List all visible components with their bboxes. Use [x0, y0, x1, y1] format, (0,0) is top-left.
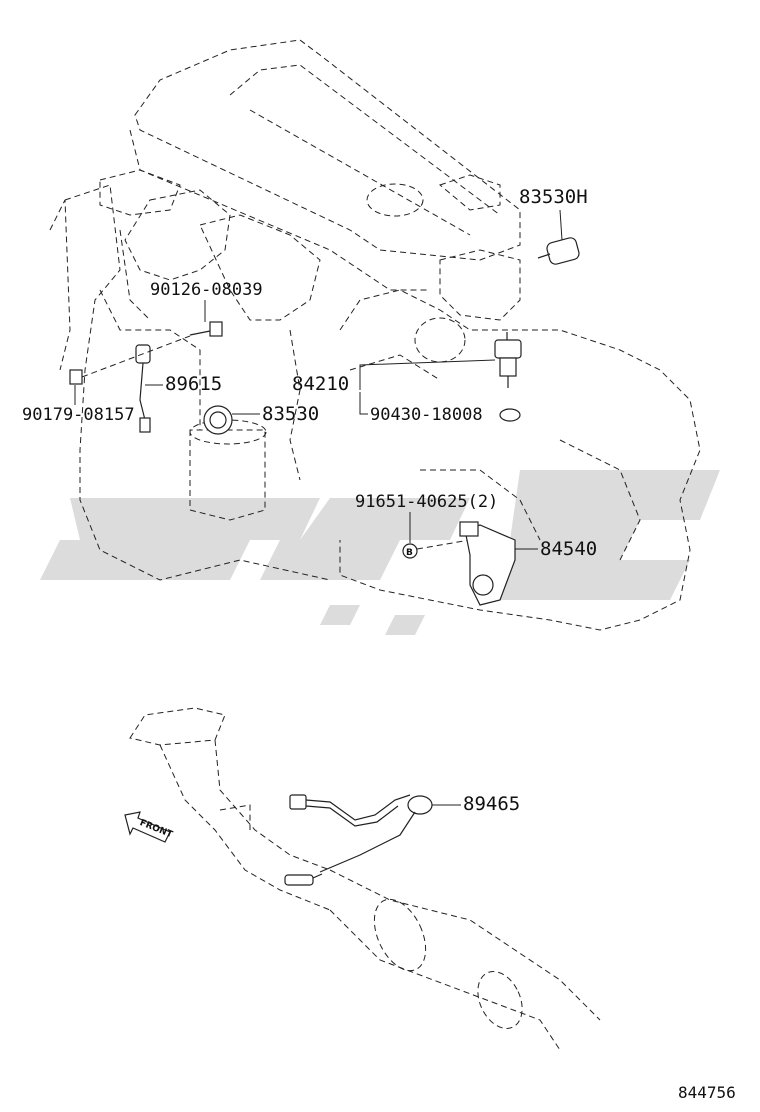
- nut-90179: 90179-08157: [22, 335, 191, 425]
- front-label: FRONT: [138, 818, 174, 840]
- sensor-83530: 83530: [203, 403, 319, 435]
- sensor-89465: 89465: [284, 793, 520, 886]
- label-90126-08039: 90126-08039: [150, 280, 263, 300]
- gasket-90430: 90430-18008: [359, 392, 521, 425]
- sensor-89615: 89615: [135, 344, 222, 433]
- bolt-91651: 91651-40625(2) B: [355, 492, 498, 559]
- switch-84210: 84210: [292, 332, 522, 395]
- label-89465: 89465: [463, 793, 520, 815]
- engine-block: [49, 39, 701, 631]
- label-90179-08157: 90179-08157: [22, 405, 135, 425]
- label-89615: 89615: [165, 373, 222, 395]
- marker-circle: [402, 543, 418, 559]
- exhaust-pipe: [129, 707, 601, 1051]
- label-83530h: 83530H: [519, 186, 588, 208]
- label-84540: 84540: [540, 538, 597, 560]
- marker-letter: B: [406, 548, 413, 558]
- sensor-83530h: 83530H: [519, 186, 588, 265]
- label-91651-40625: 91651-40625(2): [355, 492, 498, 512]
- switch-84540: 84540: [459, 521, 597, 606]
- label-90430-18008: 90430-18008: [370, 405, 483, 425]
- label-84210: 84210: [292, 373, 349, 395]
- diagram-reference-number: 844756: [678, 1083, 736, 1102]
- watermark-logo: [40, 470, 720, 635]
- bolt-90126: 90126-08039: [150, 280, 263, 337]
- label-83530: 83530: [262, 403, 319, 425]
- front-arrow-icon: FRONT: [124, 811, 175, 843]
